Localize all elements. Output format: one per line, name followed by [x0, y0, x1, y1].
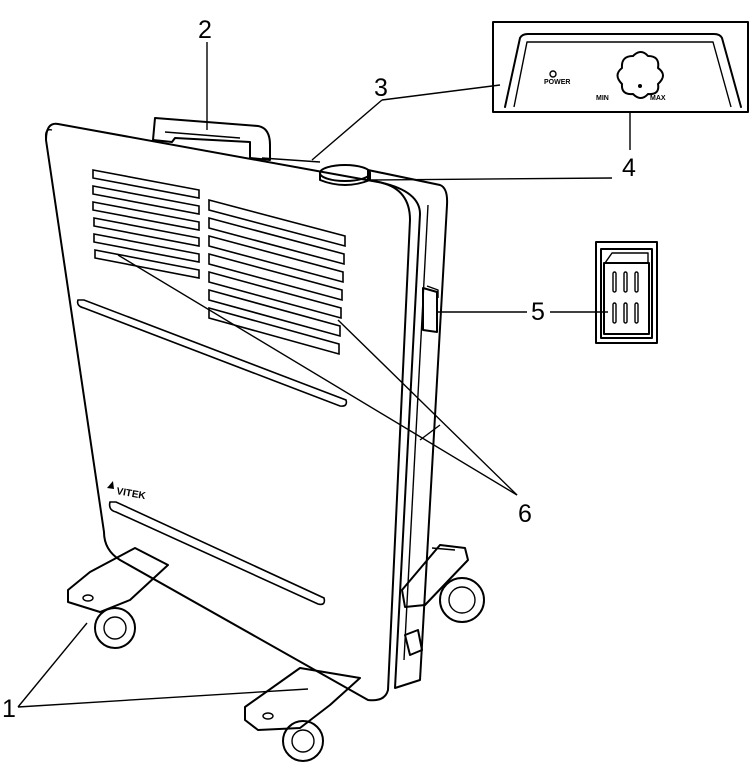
control-panel-inset: POWER MIN MAX	[492, 21, 749, 113]
callout-6: 6	[518, 500, 532, 528]
left-wheel	[94, 607, 136, 649]
leader-lines	[17, 42, 631, 708]
rear-wheel-right	[439, 577, 485, 623]
rear-foot	[401, 544, 469, 608]
svg-text:MIN: MIN	[596, 95, 609, 102]
vent-grille-right	[208, 198, 346, 356]
brand-logo: VITEK	[107, 481, 147, 502]
callout-5: 5	[531, 298, 545, 326]
callout-2: 2	[198, 16, 212, 44]
thermostat-dial	[616, 51, 664, 99]
callout-3: 3	[374, 74, 388, 102]
front-foot	[244, 667, 361, 731]
svg-text:MAX: MAX	[650, 95, 666, 102]
svg-text:VITEK: VITEK	[115, 486, 147, 502]
switch-inset	[595, 241, 658, 344]
svg-text:POWER: POWER	[544, 79, 570, 86]
carry-handle	[152, 117, 271, 161]
power-switch	[422, 285, 439, 333]
callout-labels: 1 2 3 4 5 6	[2, 16, 636, 723]
switch-ridges	[612, 271, 639, 324]
vent-grille-left	[92, 169, 200, 279]
left-foot	[67, 547, 169, 613]
power-cord-plug	[404, 629, 423, 656]
top-edge	[261, 157, 321, 163]
callout-4: 4	[622, 154, 636, 182]
front-panel	[45, 122, 411, 702]
callout-1: 1	[2, 695, 16, 723]
power-indicator	[549, 70, 557, 78]
front-slot-lower	[108, 501, 326, 606]
thermostat-knob	[319, 164, 371, 186]
front-wheel	[282, 720, 324, 762]
front-slot-upper	[76, 299, 348, 407]
